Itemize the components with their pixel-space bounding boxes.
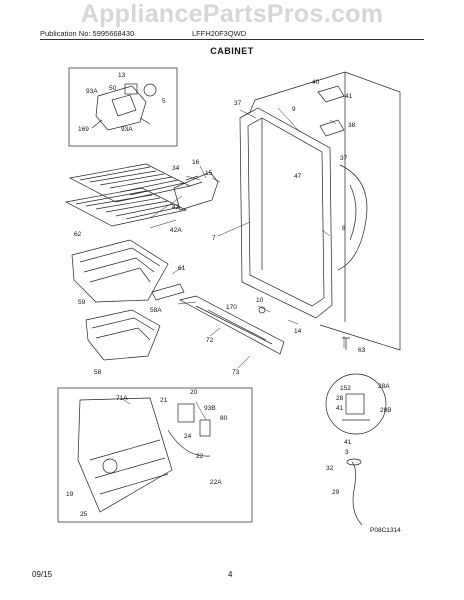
- upper-basket: [71, 239, 185, 303]
- callout-28a: 28A: [378, 383, 390, 390]
- callout-169: 169: [78, 126, 89, 133]
- callout-42: 42: [172, 204, 180, 211]
- callout-58a: 58A: [150, 307, 162, 314]
- callout-9: 9: [292, 106, 296, 113]
- shelf-support-bracket: [173, 171, 219, 211]
- callout-63: 63: [358, 347, 366, 354]
- figure-code: P08C1314: [370, 527, 401, 534]
- callout-152: 152: [340, 385, 351, 392]
- model-number: LFFH20F3QWD: [192, 29, 247, 38]
- fan-motor-bracket: [91, 83, 157, 131]
- callout-8: 8: [342, 225, 346, 232]
- inset-fan-assembly: [68, 67, 178, 147]
- cabinet-shell: [239, 71, 401, 351]
- leader-lines: [123, 107, 345, 421]
- callout-34: 34: [172, 165, 180, 172]
- callout-170: 170: [226, 304, 237, 311]
- inset-control-circle: [325, 373, 387, 435]
- callout-25: 25: [80, 511, 88, 518]
- callout-14: 14: [294, 328, 302, 335]
- callout-71a: 71A: [116, 395, 128, 402]
- callout-24: 24: [184, 433, 192, 440]
- callout-80: 80: [220, 415, 228, 422]
- callout-10: 10: [256, 297, 264, 304]
- leveling-leg: [342, 337, 350, 350]
- wire-shelf-lower: [64, 187, 188, 227]
- inset-rear-panel: [57, 387, 253, 523]
- callout-50: 50: [109, 85, 117, 92]
- callout-37-b: 37: [340, 155, 348, 162]
- drain-tube: [346, 458, 363, 526]
- callout-93a-b: 93A: [121, 126, 133, 133]
- callout-5: 5: [162, 98, 166, 105]
- hinge-brackets: [317, 85, 345, 137]
- callout-3: 3: [345, 449, 349, 456]
- callout-32: 32: [326, 465, 334, 472]
- callout-22a: 22A: [210, 479, 222, 486]
- page-number: 4: [228, 570, 233, 579]
- rear-access-panel: [77, 397, 173, 513]
- callout-28b: 28B: [380, 407, 392, 414]
- callout-40: 40: [312, 79, 320, 86]
- callout-93b: 93B: [204, 405, 216, 412]
- footer-date: 09/15: [32, 570, 53, 579]
- callout-20: 20: [190, 389, 198, 396]
- callout-61: 61: [178, 265, 186, 272]
- callout-41-low: 41: [344, 439, 352, 446]
- callout-38: 38: [348, 122, 356, 129]
- callout-72: 72: [206, 337, 214, 344]
- thermostat-control: [342, 393, 370, 421]
- callout-41-mid: 41: [336, 405, 344, 412]
- callout-13: 13: [118, 72, 126, 79]
- callout-59: 59: [78, 299, 86, 306]
- callout-37: 37: [234, 100, 242, 107]
- door-breaker-frame: [239, 107, 333, 319]
- callout-29: 29: [332, 489, 340, 496]
- toe-grille: [179, 295, 285, 355]
- callout-15: 15: [205, 170, 213, 177]
- section-title: CABINET: [210, 46, 254, 56]
- callout-73: 73: [232, 369, 240, 376]
- lower-basket: [85, 309, 161, 361]
- callout-93a: 93A: [86, 88, 98, 95]
- callout-58: 58: [94, 369, 102, 376]
- callout-47: 47: [294, 173, 302, 180]
- compressor-relay: [167, 403, 211, 457]
- callout-41: 41: [345, 93, 353, 100]
- callout-7: 7: [212, 235, 216, 242]
- header-divider: [40, 39, 424, 40]
- callout-21: 21: [160, 397, 168, 404]
- callout-22: 22: [196, 453, 204, 460]
- callout-19: 19: [66, 491, 74, 498]
- callout-42a: 42A: [170, 227, 182, 234]
- publication-number: Publication No: 5995668430: [40, 29, 135, 38]
- watermark: AppliancePartsPros.com: [80, 0, 384, 28]
- callout-28: 28: [336, 395, 344, 402]
- callout-62: 62: [74, 231, 82, 238]
- callout-16: 16: [192, 159, 200, 166]
